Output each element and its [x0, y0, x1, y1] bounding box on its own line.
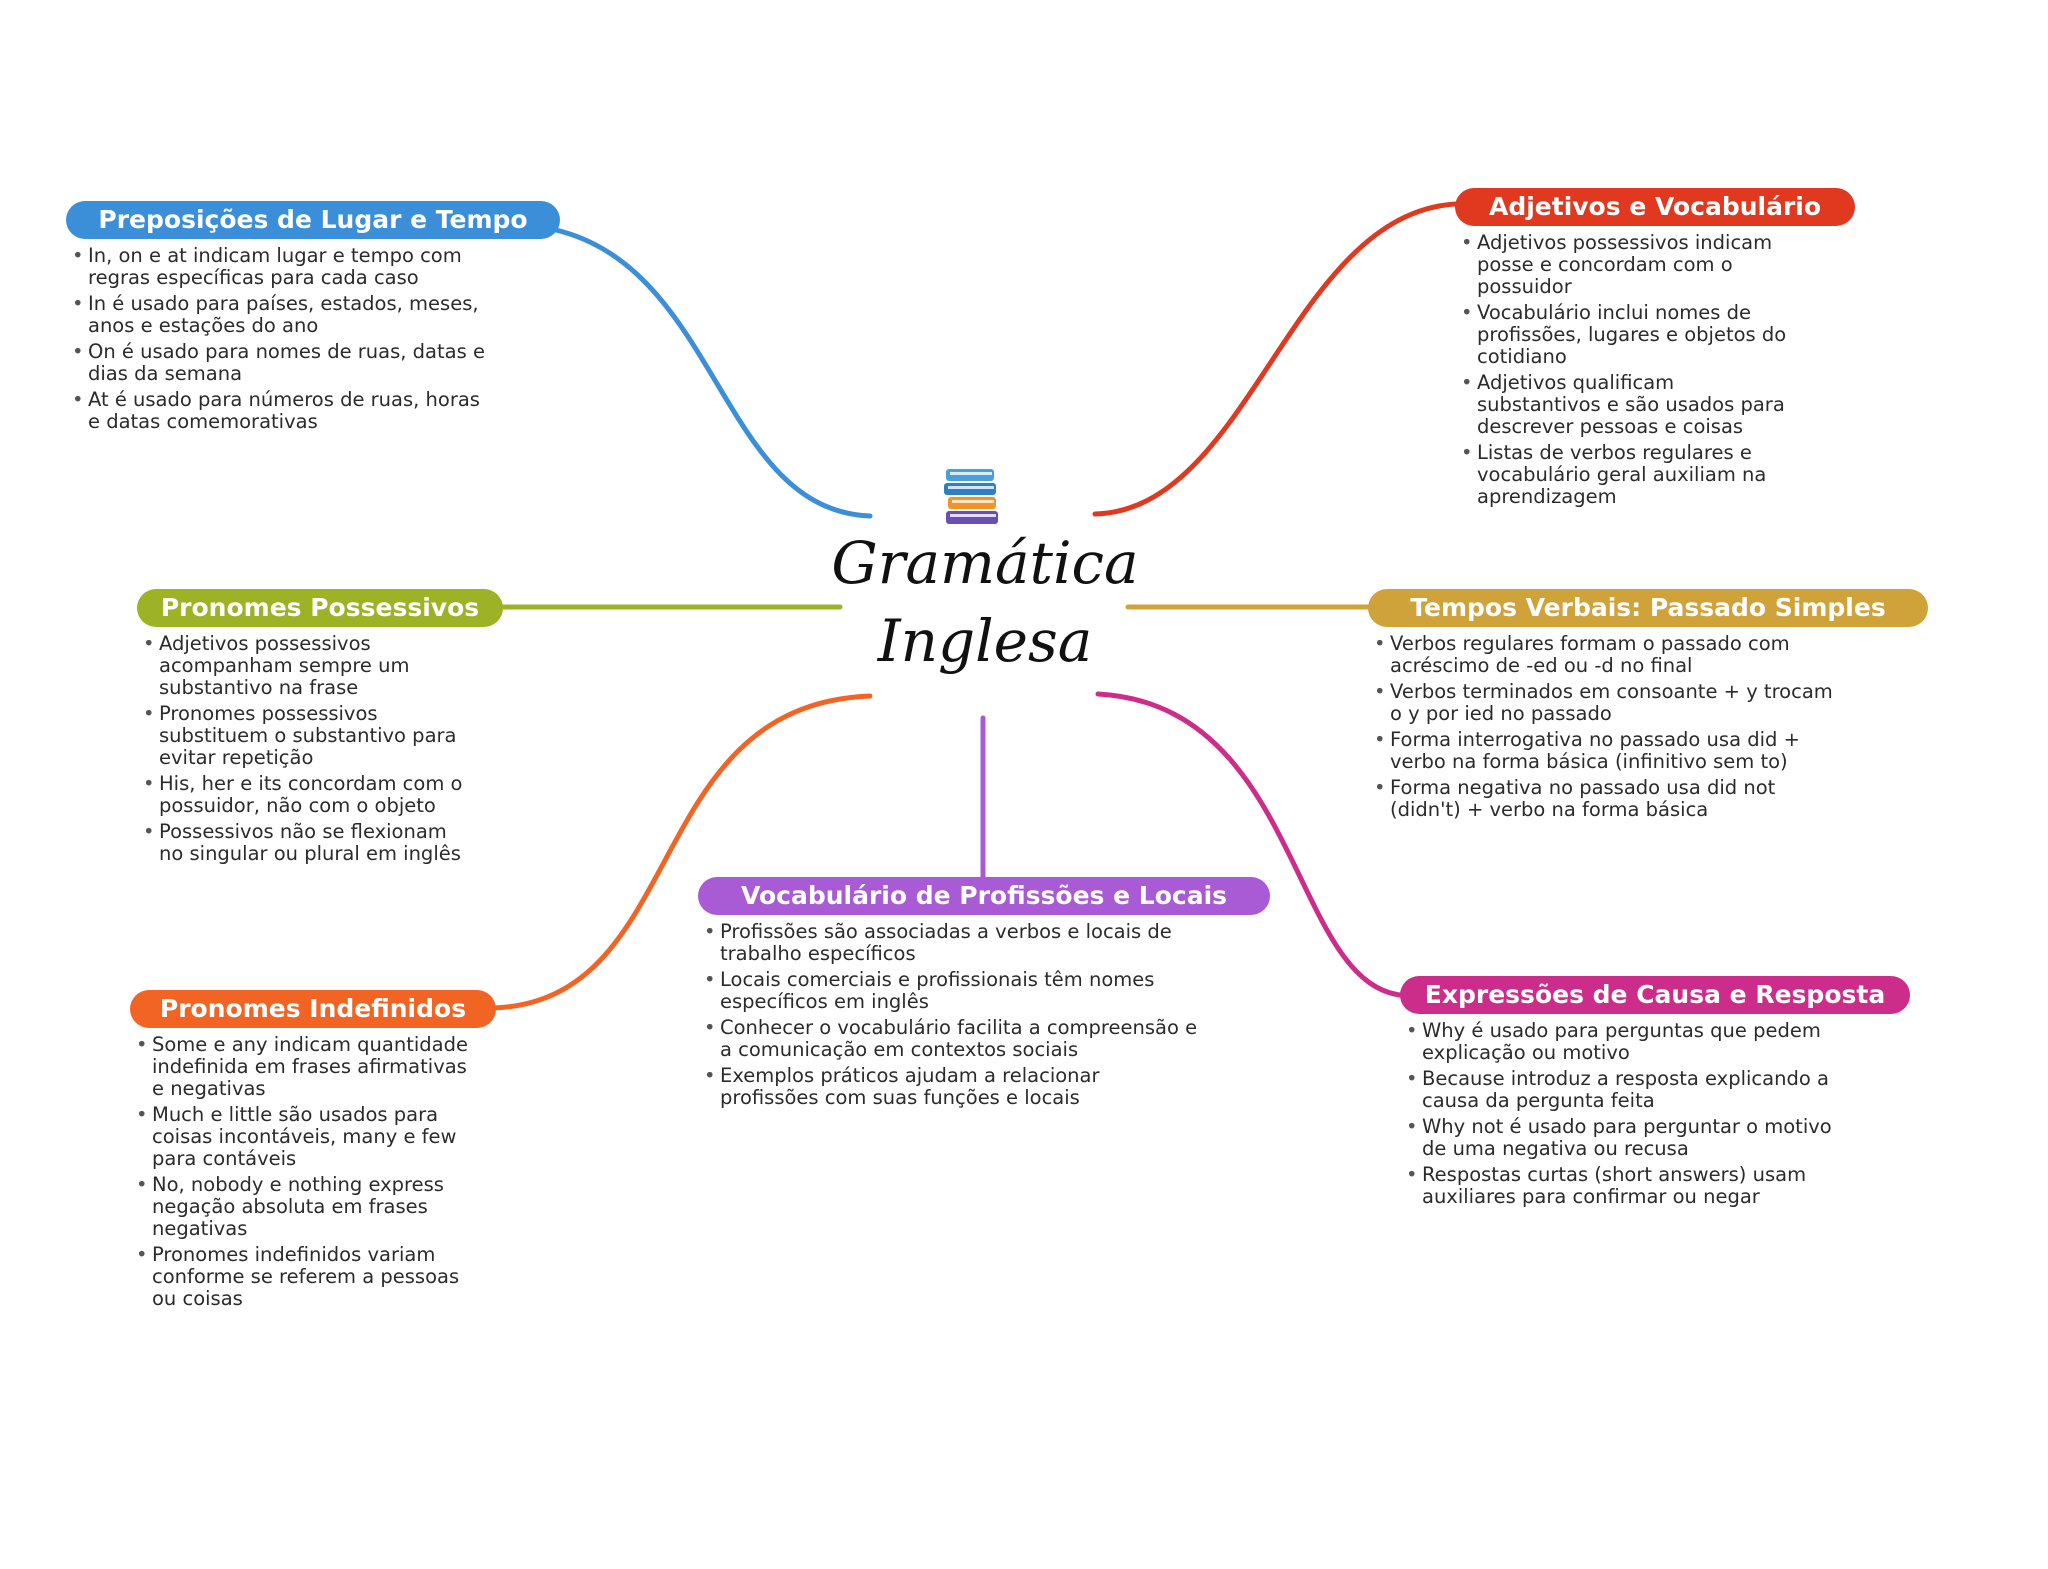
- list-item: Pronomes possessivos substituem o substa…: [137, 703, 467, 769]
- books-icon: [940, 465, 1002, 531]
- link-adjetivos: [1092, 201, 1458, 517]
- central-title: Gramática Inglesa: [820, 524, 1150, 680]
- list-item: No, nobody e nothing express negação abs…: [130, 1174, 480, 1240]
- branch-tempos-verbais: Tempos Verbais: Passado Simples Verbos r…: [1368, 589, 1938, 825]
- branch-items: Adjetivos possessivos acompanham sempre …: [137, 633, 467, 865]
- branch-title[interactable]: Adjetivos e Vocabulário: [1455, 188, 1855, 226]
- branch-items: In, on e at indicam lugar e tempo com re…: [66, 245, 486, 433]
- link-expressoes: [1095, 691, 1403, 998]
- list-item: On é usado para nomes de ruas, datas e d…: [66, 341, 486, 385]
- list-item: Adjetivos possessivos acompanham sempre …: [137, 633, 467, 699]
- list-item: Listas de verbos regulares e vocabulário…: [1455, 442, 1795, 508]
- branch-items: Profissões são associadas a verbos e loc…: [698, 921, 1198, 1109]
- branch-expressoes: Expressões de Causa e Resposta Why é usa…: [1400, 976, 1920, 1212]
- list-item: At é usado para números de ruas, horas e…: [66, 389, 486, 433]
- branch-title[interactable]: Expressões de Causa e Resposta: [1400, 976, 1910, 1014]
- list-item: Why not é usado para perguntar o motivo …: [1400, 1116, 1840, 1160]
- list-item: Verbos terminados em consoante + y troca…: [1368, 681, 1848, 725]
- list-item: His, her e its concordam com o possuidor…: [137, 773, 467, 817]
- branch-pronomes-indefinidos: Pronomes Indefinidos Some e any indicam …: [130, 990, 510, 1314]
- list-item: Exemplos práticos ajudam a relacionar pr…: [698, 1065, 1198, 1109]
- list-item: Because introduz a resposta explicando a…: [1400, 1068, 1840, 1112]
- list-item: Profissões são associadas a verbos e loc…: [698, 921, 1198, 965]
- branch-preposicoes: Preposições de Lugar e Tempo In, on e at…: [66, 201, 566, 437]
- list-item: Conhecer o vocabulário facilita a compre…: [698, 1017, 1198, 1061]
- list-item: In, on e at indicam lugar e tempo com re…: [66, 245, 486, 289]
- link-preposicoes: [553, 227, 873, 519]
- list-item: Verbos regulares formam o passado com ac…: [1368, 633, 1848, 677]
- branch-items: Verbos regulares formam o passado com ac…: [1368, 633, 1848, 821]
- branch-items: Adjetivos possessivos indicam posse e co…: [1455, 232, 1795, 508]
- list-item: Why é usado para perguntas que pedem exp…: [1400, 1020, 1840, 1064]
- branch-adjetivos: Adjetivos e Vocabulário Adjetivos posses…: [1455, 188, 1865, 512]
- list-item: Possessivos não se flexionam no singular…: [137, 821, 467, 865]
- branch-title[interactable]: Vocabulário de Profissões e Locais: [698, 877, 1270, 915]
- branch-items: Some e any indicam quantidade indefinida…: [130, 1034, 480, 1310]
- central-title-line2: Inglesa: [877, 607, 1093, 675]
- list-item: In é usado para países, estados, meses, …: [66, 293, 486, 337]
- link-pronomes-indefinidos: [491, 693, 873, 1011]
- branch-items: Why é usado para perguntas que pedem exp…: [1400, 1020, 1840, 1208]
- list-item: Forma negativa no passado usa did not (d…: [1368, 777, 1848, 821]
- branch-title[interactable]: Preposições de Lugar e Tempo: [66, 201, 560, 239]
- list-item: Pronomes indefinidos variam conforme se …: [130, 1244, 480, 1310]
- list-item: Adjetivos possessivos indicam posse e co…: [1455, 232, 1795, 298]
- list-item: Respostas curtas (short answers) usam au…: [1400, 1164, 1840, 1208]
- branch-vocabulario-profissoes: Vocabulário de Profissões e Locais Profi…: [698, 877, 1278, 1113]
- list-item: Forma interrogativa no passado usa did +…: [1368, 729, 1848, 773]
- list-item: Vocabulário inclui nomes de profissões, …: [1455, 302, 1795, 368]
- list-item: Locais comerciais e profissionais têm no…: [698, 969, 1198, 1013]
- list-item: Some e any indicam quantidade indefinida…: [130, 1034, 480, 1100]
- branch-title[interactable]: Pronomes Indefinidos: [130, 990, 496, 1028]
- central-title-line1: Gramática: [831, 529, 1139, 597]
- branch-title[interactable]: Pronomes Possessivos: [137, 589, 503, 627]
- list-item: Adjetivos qualificam substantivos e são …: [1455, 372, 1795, 438]
- branch-title[interactable]: Tempos Verbais: Passado Simples: [1368, 589, 1928, 627]
- list-item: Much e little são usados para coisas inc…: [130, 1104, 480, 1170]
- branch-pronomes-possessivos: Pronomes Possessivos Adjetivos possessiv…: [137, 589, 517, 869]
